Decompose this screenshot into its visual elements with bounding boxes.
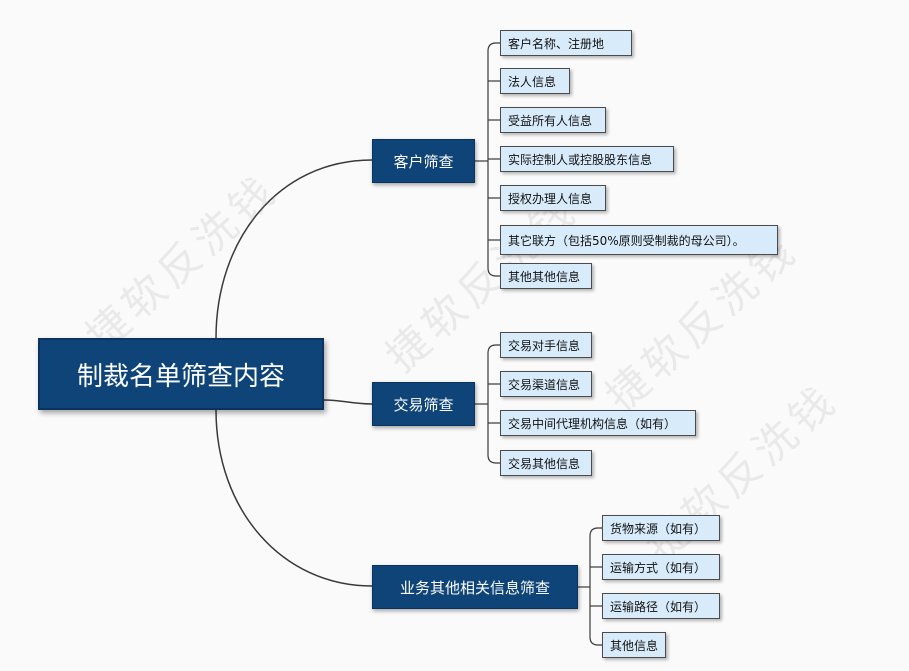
- branch-other-business-screening[interactable]: 业务其他相关信息筛查: [372, 565, 578, 609]
- leaf-connectors: [475, 42, 602, 646]
- leaf-authorized-agent-info[interactable]: 授权办理人信息: [500, 185, 606, 211]
- leaf-intermediary-agency-info[interactable]: 交易中间代理机构信息（如有）: [500, 410, 696, 436]
- leaf-other-info[interactable]: 其他信息: [602, 632, 666, 658]
- leaf-transport-route[interactable]: 运输路径（如有）: [602, 593, 720, 619]
- leaf-connector: [487, 42, 500, 52]
- leaf-customer-name-registration[interactable]: 客户名称、注册地: [500, 30, 632, 56]
- root-to-branch-0-connector: [215, 159, 373, 339]
- leaf-transaction-other-info[interactable]: 交易其他信息: [500, 450, 592, 476]
- leaf-connector: [487, 344, 500, 354]
- leaf-other-related-parties[interactable]: 其它联方（包括50%原则受制裁的母公司）。: [500, 225, 778, 255]
- root-to-branch-2-connector: [215, 409, 373, 587]
- leaf-counterparty-info[interactable]: 交易对手信息: [500, 332, 592, 358]
- root-node[interactable]: 制裁名单筛查内容: [38, 338, 324, 410]
- leaf-goods-source[interactable]: 货物来源（如有）: [602, 515, 720, 541]
- leaf-connector: [487, 454, 500, 464]
- leaf-legal-person-info[interactable]: 法人信息: [500, 68, 570, 94]
- branch-transaction-screening[interactable]: 交易筛查: [372, 382, 475, 426]
- leaf-actual-controller-info[interactable]: 实际控制人或控股股东信息: [500, 146, 674, 172]
- leaf-connector: [487, 267, 500, 277]
- leaf-connector: [589, 636, 602, 646]
- branch-customer-screening[interactable]: 客户筛查: [372, 139, 475, 183]
- leaf-customer-other-info[interactable]: 其他其他信息: [500, 263, 592, 289]
- leaf-transaction-channel-info[interactable]: 交易渠道信息: [500, 371, 592, 397]
- leaf-connector: [589, 527, 602, 537]
- leaf-beneficial-owner-info[interactable]: 受益所有人信息: [500, 107, 606, 133]
- leaf-transport-mode[interactable]: 运输方式（如有）: [602, 554, 720, 580]
- root-to-branch-1-connector: [323, 399, 373, 405]
